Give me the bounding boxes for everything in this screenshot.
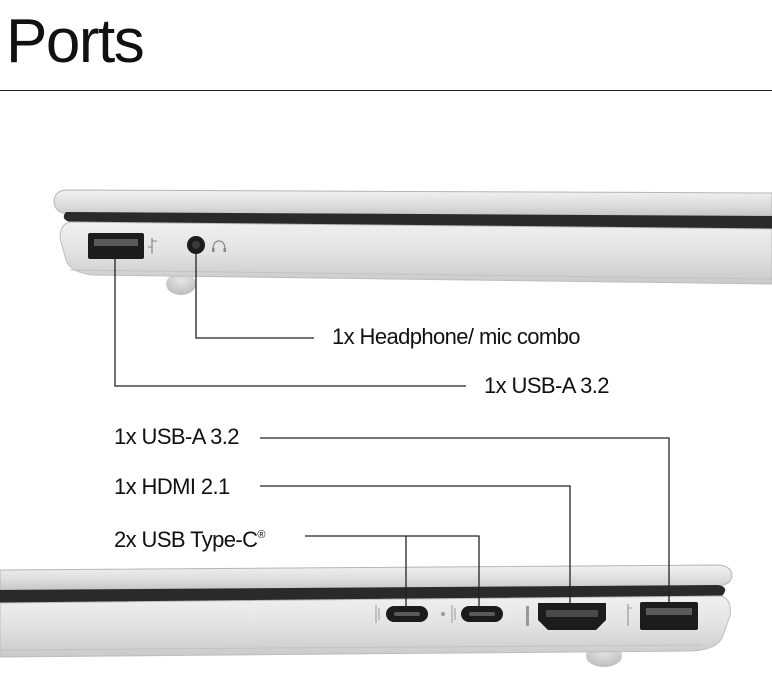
hdmi-callout-line <box>260 485 571 603</box>
usb-c-label-text: 2x USB Type-C <box>114 527 258 552</box>
hdmi-port <box>538 603 606 630</box>
left-hinge-gap <box>63 212 772 229</box>
right-usb-a-port <box>640 602 698 630</box>
headphone-icon <box>212 240 226 252</box>
right-hinge-gap <box>0 585 726 603</box>
headphone-mic-label: 1x Headphone/ mic combo <box>332 324 581 349</box>
usb-c-port-2 <box>461 606 503 622</box>
usb-icon <box>148 238 157 254</box>
title-divider <box>0 90 772 91</box>
usb-c-port-1 <box>386 606 428 622</box>
usb-c-callout-line <box>305 535 480 606</box>
usb-c-icon <box>451 605 456 623</box>
status-led <box>441 612 445 616</box>
registered-mark: ® <box>257 529 265 541</box>
laptop-right-side <box>0 564 733 667</box>
usb-c-icon <box>375 605 380 623</box>
headphone-jack <box>187 236 205 254</box>
left-usb-a-port <box>88 233 144 259</box>
page-title: Ports <box>6 7 145 76</box>
hdmi-label: 1x HDMI 2.1 <box>114 474 230 499</box>
left-lid <box>53 189 772 217</box>
left-base <box>59 221 772 285</box>
right-usb-a-callout-line <box>260 437 670 602</box>
usb-icon <box>627 604 632 626</box>
left-usb-a-callout-line <box>114 259 466 387</box>
headphone-callout-line <box>195 254 314 339</box>
left-usb-a-label: 1x USB-A 3.2 <box>484 373 609 398</box>
right-usb-a-label: 1x USB-A 3.2 <box>114 424 239 449</box>
usb-c-label: 2x USB Type-C® <box>114 522 266 553</box>
left-foot <box>166 273 196 295</box>
laptop-left-side <box>53 189 772 295</box>
hdmi-icon <box>526 606 529 626</box>
